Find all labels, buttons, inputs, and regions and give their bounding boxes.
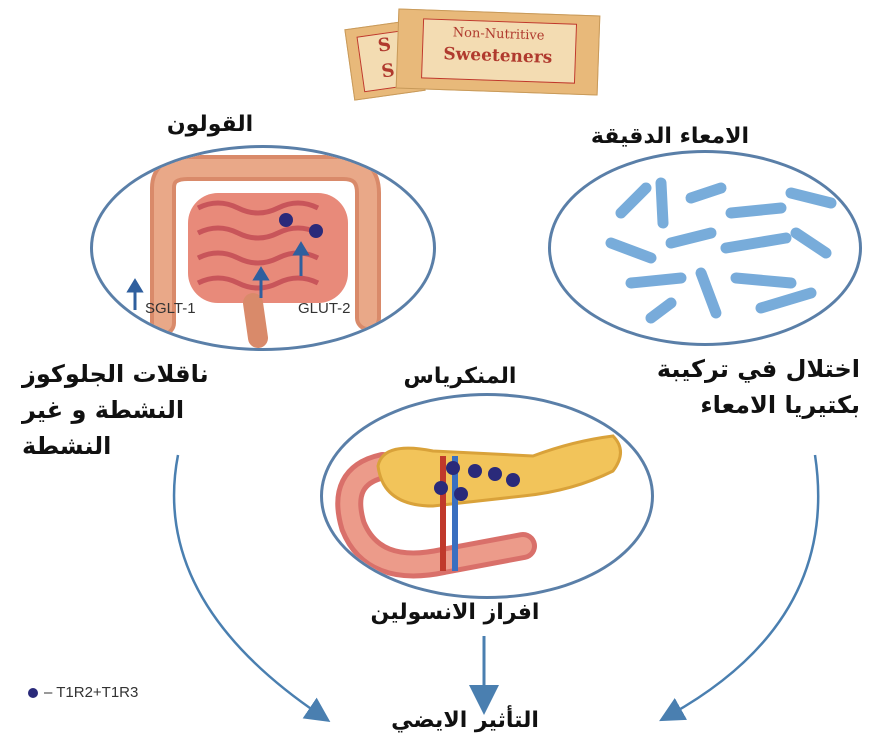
pancreas-circle bbox=[320, 393, 654, 599]
transporters-text-line1: ناقلات الجلوكوز bbox=[22, 360, 302, 388]
legend: – T1R2+T1R3 bbox=[28, 684, 138, 701]
metabolic-effect-label: التأثير الايضي bbox=[365, 708, 565, 733]
packet-front: Non-Nutritive Sweeteners bbox=[396, 8, 601, 95]
pancreas-illustration bbox=[323, 396, 651, 596]
bacteria-illustration bbox=[551, 153, 859, 343]
small-intestine-title: الامعاء الدقيقة bbox=[560, 124, 780, 149]
legend-text: – T1R2+T1R3 bbox=[44, 684, 138, 701]
legend-dot bbox=[28, 688, 38, 698]
packet-back-letter-2: S bbox=[380, 60, 396, 83]
bacteria-circle bbox=[548, 150, 862, 346]
insulin-secretion-label: افراز الانسولين bbox=[340, 600, 570, 625]
colon-circle: SGLT-1 GLUT-2 bbox=[90, 145, 436, 351]
packet-back-letter: S bbox=[377, 34, 393, 57]
colon-illustration bbox=[93, 148, 433, 348]
receptor-dot bbox=[279, 213, 293, 227]
microbiota-text-line1: اختلال في تركيبة bbox=[590, 355, 860, 383]
transporters-text-line2: النشطة و غير bbox=[22, 396, 302, 424]
sglt1-label: SGLT-1 bbox=[145, 300, 196, 317]
right-flow-arrow bbox=[670, 455, 818, 715]
left-flow-arrow bbox=[174, 455, 320, 715]
glut2-label: GLUT-2 bbox=[298, 300, 351, 317]
sweetener-packets: S S Non-Nutritive Sweeteners bbox=[345, 8, 605, 100]
colon-title: القولون bbox=[140, 112, 280, 137]
pancreas-title: المنكرياس bbox=[390, 364, 530, 389]
receptor-dot bbox=[309, 224, 323, 238]
transporters-text-line3: النشطة bbox=[22, 432, 302, 460]
